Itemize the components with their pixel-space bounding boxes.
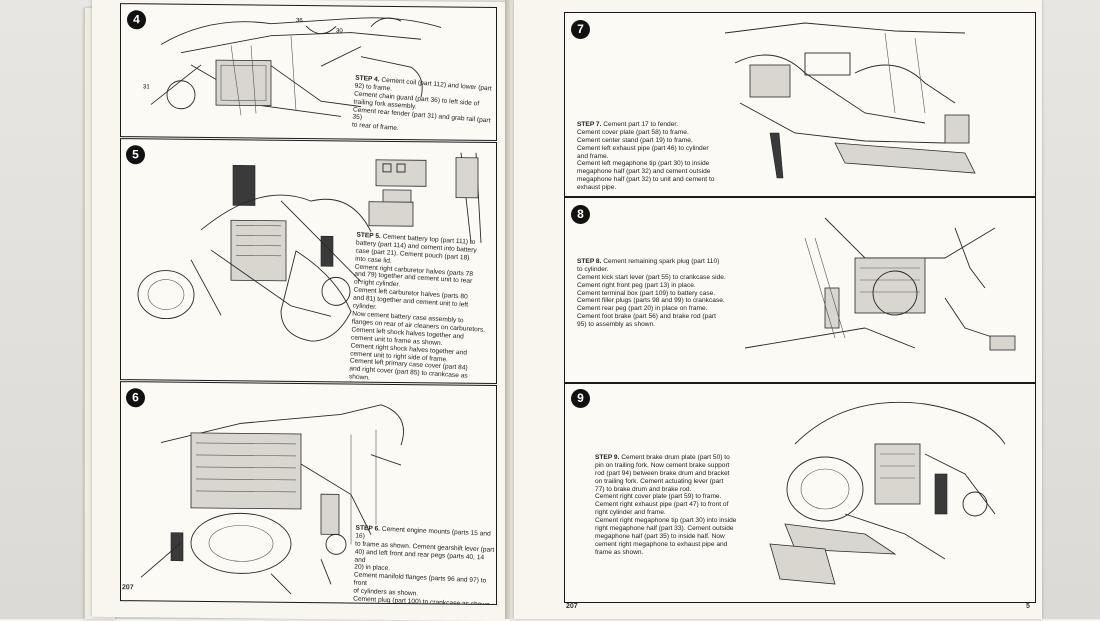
step-9-text: STEP 9. Cement brake drum plate (part 50… — [595, 446, 775, 557]
step-9-panel: 9 STEP 9. Cement brake drum plate (part … — [564, 383, 1036, 603]
step-4-illustration — [150, 17, 442, 117]
step-8-label: STEP 8. — [577, 257, 602, 265]
step-8-number: 8 — [571, 205, 590, 224]
callout-36: 36 — [296, 17, 303, 25]
step-4-text: STEP 4. Cement coil (part 112) and lower… — [352, 67, 494, 141]
right-corner-mark: 5 — [1026, 603, 1030, 610]
step-6-illustration — [140, 404, 404, 595]
step-6-body: Cement engine mounts (parts 15 and 16) t… — [352, 525, 495, 606]
step-7-number: 7 — [571, 20, 590, 39]
step-8-text: STEP 8. Cement remaining spark plug (par… — [577, 250, 747, 329]
step-7-panel: 7 STEP 7. Cement part 17 to fender. Ceme… — [564, 12, 1036, 197]
step-4-body: Cement coil (part 112) and lower (part 9… — [351, 76, 492, 133]
left-page: 4 30 31 36 STEP 4. Cement coil (part 112… — [92, 0, 510, 621]
left-page-number: 207 — [122, 584, 134, 592]
callout-30: 30 — [336, 28, 343, 35]
step-7-label: STEP 7. — [577, 120, 602, 128]
step-8-illustration — [744, 217, 1016, 351]
step-9-number: 9 — [571, 389, 590, 408]
step-6-panel: 6 STEP 6. Cement engine mounts (parts 15… — [120, 381, 497, 606]
step-9-label: STEP 9. — [595, 453, 620, 461]
step-8-body: Cement remaining spark plug (part 110) t… — [577, 257, 726, 329]
step-7-body: Cement part 17 to fender. Cement cover p… — [577, 120, 715, 192]
step-6-text: STEP 6. Cement engine mounts (parts 15 a… — [352, 517, 496, 605]
step-5-body: Cement battery top (part 111) to battery… — [348, 233, 486, 382]
right-page: 7 STEP 7. Cement part 17 to fender. Ceme… — [514, 0, 1042, 619]
step-8-panel: 8 STEP 8. Cement remaining spark plug (p… — [564, 197, 1036, 383]
step-5-panel: 5 STEP 5. Cement battery top (part 111) … — [120, 138, 497, 385]
step-4-panel: 4 30 31 36 STEP 4. Cement coil (part 112… — [120, 3, 497, 142]
step-6-label: STEP 6. — [355, 524, 381, 533]
callout-31: 31 — [143, 84, 150, 91]
step-5-illustration — [137, 152, 482, 342]
step-5-text: STEP 5. Cement battery top (part 111) to… — [349, 224, 495, 384]
step-9-illustration — [769, 401, 1006, 585]
step-7-illustration — [724, 22, 976, 179]
right-page-number: 207 — [566, 603, 578, 610]
step-9-body: Cement brake drum plate (part 50) to pin… — [595, 453, 737, 556]
step-7-text: STEP 7. Cement part 17 to fender. Cement… — [577, 113, 747, 192]
